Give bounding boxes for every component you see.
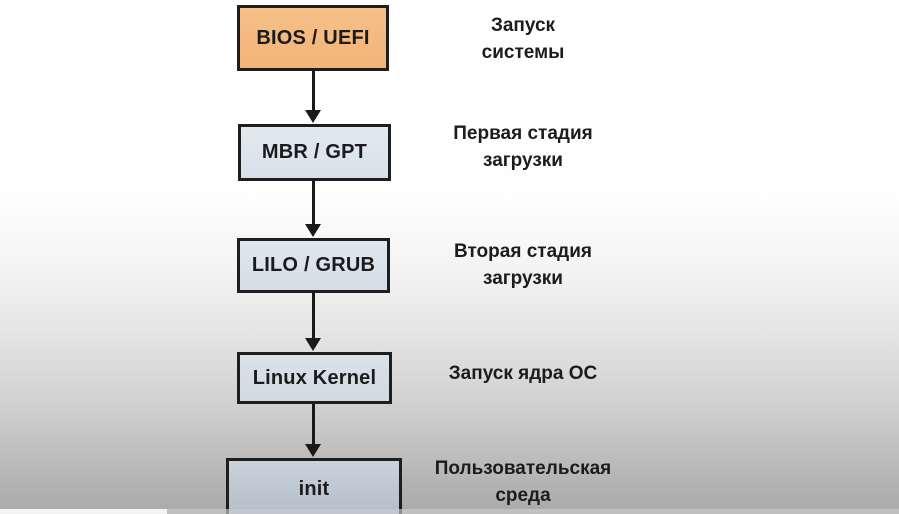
arrow-down-head-3 [305, 338, 321, 351]
stage-label-first-stage: Первая стадия загрузки [453, 123, 593, 171]
stage-label-kernel-start: Запуск ядра ОС [448, 363, 598, 384]
flow-box-mbr-gpt: MBR / GPT [238, 124, 391, 181]
stage-label-user-environment: Пользовательская среда [434, 458, 612, 506]
arrow-down-head-2 [305, 224, 321, 237]
flow-box-label: BIOS / UEFI [256, 26, 370, 49]
arrow-down-head-4 [305, 444, 321, 457]
flow-box-linux-kernel: Linux Kernel [237, 352, 392, 404]
stage-label-system-start: Запуск системы [481, 15, 565, 63]
arrow-down-line-4 [312, 404, 315, 445]
flow-box-init: init [226, 458, 402, 514]
flow-box-bios-uefi: BIOS / UEFI [237, 5, 389, 71]
arrow-down-head-1 [305, 110, 321, 123]
arrow-down-line-3 [312, 292, 315, 339]
flow-box-label: MBR / GPT [261, 141, 368, 163]
flow-box-label: init [298, 477, 330, 500]
stage-label-second-stage: Вторая стадия загрузки [454, 241, 592, 289]
arrow-down-line-2 [312, 181, 315, 225]
flow-box-label: Linux Kernel [252, 366, 377, 389]
flow-box-lilo-grub: LILO / GRUB [237, 238, 390, 293]
arrow-down-line-1 [312, 70, 315, 111]
video-progress-loaded [0, 509, 167, 514]
video-progress-track[interactable] [0, 509, 899, 514]
flow-box-label: LILO / GRUB [251, 254, 376, 276]
